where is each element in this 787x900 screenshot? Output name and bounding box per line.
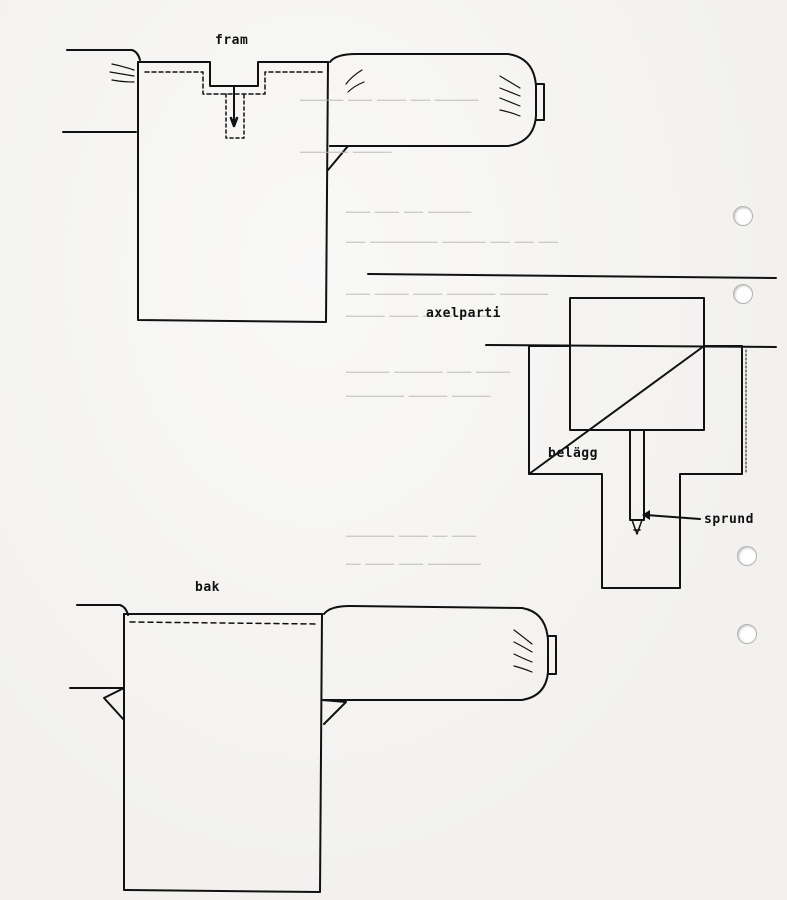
- facing-outline: [528, 345, 743, 589]
- binder-hole: [737, 624, 757, 644]
- label-bak: bak: [195, 580, 220, 595]
- shoulder-piece: [569, 297, 705, 431]
- show-through-line: ━━━━━━━━━ ━━━━━━━━━━ ━━━━━ ━━━━━━━: [346, 368, 510, 377]
- binder-hole: [737, 546, 757, 566]
- binder-hole: [733, 206, 753, 226]
- detail-top-line: [367, 273, 777, 279]
- show-through-line: ━━━━━ ━━━━━━━ ━━━━━━ ━━━━━━━━━━ ━━━━━━━━…: [346, 290, 549, 299]
- sprund-pointer: [645, 514, 701, 520]
- front-sleeve: [329, 53, 537, 147]
- front-placket-dashed: [225, 93, 245, 139]
- back-body-outline: [123, 613, 323, 893]
- back-shoulder-line: [76, 604, 129, 616]
- label-belagg: belägg: [548, 446, 598, 461]
- front-neck-dashed-facing: [144, 71, 323, 95]
- back-view: [69, 604, 557, 893]
- front-shoulder-line: [66, 49, 141, 61]
- show-through-line: ━━━ ━━━━━━ ━━━━━ ━━━━━━━━━━━: [346, 560, 481, 569]
- back-sleeve-cuff: [547, 635, 557, 675]
- shoulder-detail-view: [367, 273, 777, 589]
- label-fram: fram: [215, 33, 249, 48]
- back-sleeve: [323, 605, 549, 701]
- back-dashed-line: [129, 621, 317, 625]
- show-through-line: ━━━━━━━━ ━━━━━━ ━━━━━━ ━━━━━━━━━: [346, 312, 501, 321]
- show-through-line: ━━━━━ ━━━━━ ━━━━ ━━━━━━━━━: [346, 208, 472, 217]
- binder-hole: [733, 284, 753, 304]
- label-sprund: sprund: [704, 512, 754, 527]
- show-through-line: ━━━━ ━━━━━━━━━━━━━━ ━━━━━━━━━ ━━━━ ━━━━ …: [346, 238, 558, 247]
- front-body-outline: [137, 61, 329, 323]
- front-neck-opening: [137, 61, 329, 87]
- facing-strip: [629, 429, 645, 521]
- show-through-line: ━━━━━━━━━ ━━━━━ ━━━━━━ ━━━━ ━━━━━━━━━: [300, 96, 479, 105]
- label-axelparti: axelparti: [426, 306, 501, 321]
- show-through-line: ━━━━━━━━━━━━ ━━━━━━━━ ━━━━━━━━: [346, 392, 491, 401]
- front-slit-end: [229, 116, 239, 128]
- front-sleeve-gathers: [345, 69, 521, 117]
- front-view: [62, 49, 545, 323]
- show-through-line: ━━━━━━━━━━ ━━━━━━ ━━━ ━━━━━: [346, 532, 477, 541]
- show-through-line: ━━━━━━━━━━ ━━━━━━━━: [300, 148, 392, 157]
- front-sleeve-cuff: [535, 83, 545, 121]
- back-left-gusset: [103, 687, 125, 721]
- sprund-arrowhead: [642, 510, 650, 520]
- back-right-gusset: [321, 699, 347, 725]
- back-sleeve-gathers: [513, 629, 533, 673]
- sprund-end: [631, 519, 643, 535]
- front-shirring-marks: [109, 63, 135, 83]
